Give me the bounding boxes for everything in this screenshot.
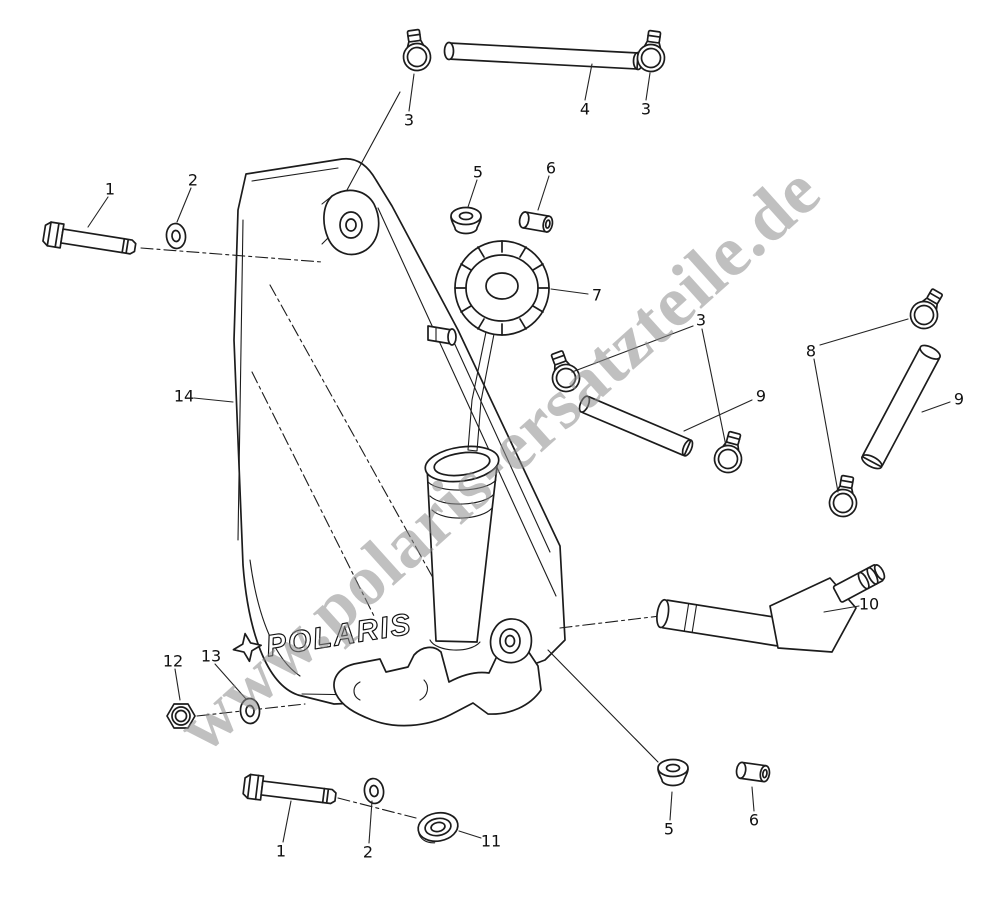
callout-label-3: 3 xyxy=(404,111,414,130)
hose-clamp xyxy=(710,428,749,477)
callout-leader-line xyxy=(823,605,860,613)
callout-label-7: 7 xyxy=(592,286,602,305)
tank-nipple-fitting xyxy=(427,325,457,346)
callout-leader-line xyxy=(645,72,651,101)
callout-label-9: 9 xyxy=(756,387,766,406)
polaris-star-icon xyxy=(232,632,262,663)
callout-label-5: 5 xyxy=(473,163,483,182)
tank-mount-bracket xyxy=(333,618,542,727)
callout-label-6: 6 xyxy=(749,811,759,830)
callout-leader-line xyxy=(550,288,589,295)
filler-neck xyxy=(424,445,500,651)
oil-hose xyxy=(578,395,694,457)
spacer-bushing xyxy=(734,760,772,784)
rubber-grommet xyxy=(450,206,482,235)
callout-leader-line xyxy=(813,358,839,493)
callout-leader-line xyxy=(214,663,247,700)
hose-clamp xyxy=(826,473,862,520)
vent-hose xyxy=(443,41,644,71)
callout-label-2: 2 xyxy=(363,843,373,862)
callout-label-8: 8 xyxy=(806,342,816,361)
callout-label-3: 3 xyxy=(641,100,651,119)
callout-label-14: 14 xyxy=(174,387,194,406)
callout-label-5: 5 xyxy=(664,820,674,839)
assembly-line xyxy=(547,649,659,763)
callout-leader-line xyxy=(408,73,415,112)
filler-cap xyxy=(454,240,550,452)
callout-leader-line xyxy=(751,786,755,812)
callout-leader-line xyxy=(701,328,727,447)
grommet-ring xyxy=(417,811,459,844)
callout-label-10: 10 xyxy=(859,595,879,614)
callout-leader-line xyxy=(368,800,373,844)
callout-leader-line xyxy=(282,800,292,843)
callout-leader-line xyxy=(571,325,694,373)
centerline xyxy=(140,247,323,263)
callout-label-13: 13 xyxy=(201,647,221,666)
callout-leader-line xyxy=(467,179,478,208)
callout-leader-line xyxy=(537,175,550,211)
callout-leader-line xyxy=(176,187,192,223)
callout-leader-line xyxy=(87,196,109,228)
callout-label-6: 6 xyxy=(546,159,556,178)
callout-label-9: 9 xyxy=(954,390,964,409)
callout-label-11: 11 xyxy=(481,832,501,851)
callout-leader-line xyxy=(683,399,753,432)
callout-label-4: 4 xyxy=(580,100,590,119)
callout-label-1: 1 xyxy=(276,842,286,861)
hose-clamp xyxy=(399,27,434,74)
hex-bolt xyxy=(41,220,138,261)
flat-washer xyxy=(362,776,386,806)
cap-knurling xyxy=(454,240,550,336)
tank-mount-tab xyxy=(321,189,380,256)
callout-leader-line xyxy=(584,63,593,101)
callout-leader-line xyxy=(819,318,909,346)
hose-clamp xyxy=(904,284,951,335)
centerline xyxy=(337,797,417,819)
rubber-grommet xyxy=(657,758,689,787)
flat-washer xyxy=(238,697,262,725)
hose-clamp xyxy=(634,28,669,75)
elbow-fitting xyxy=(559,564,886,653)
hex-bolt xyxy=(241,773,338,810)
callout-leader-line xyxy=(193,397,234,403)
oil-hose xyxy=(861,344,941,470)
callout-leader-line xyxy=(669,791,673,821)
callout-leader-line xyxy=(174,668,181,701)
spacer-bushing xyxy=(517,210,555,234)
hose-clamp xyxy=(543,347,585,397)
callout-leader-line xyxy=(921,401,951,413)
callout-leader-line xyxy=(458,830,482,839)
assembly-line xyxy=(346,91,401,191)
hex-nut xyxy=(166,703,196,729)
flat-washer xyxy=(164,221,188,251)
callout-label-2: 2 xyxy=(188,171,198,190)
callout-label-3: 3 xyxy=(696,311,706,330)
callout-label-1: 1 xyxy=(105,180,115,199)
callout-label-12: 12 xyxy=(163,652,183,671)
